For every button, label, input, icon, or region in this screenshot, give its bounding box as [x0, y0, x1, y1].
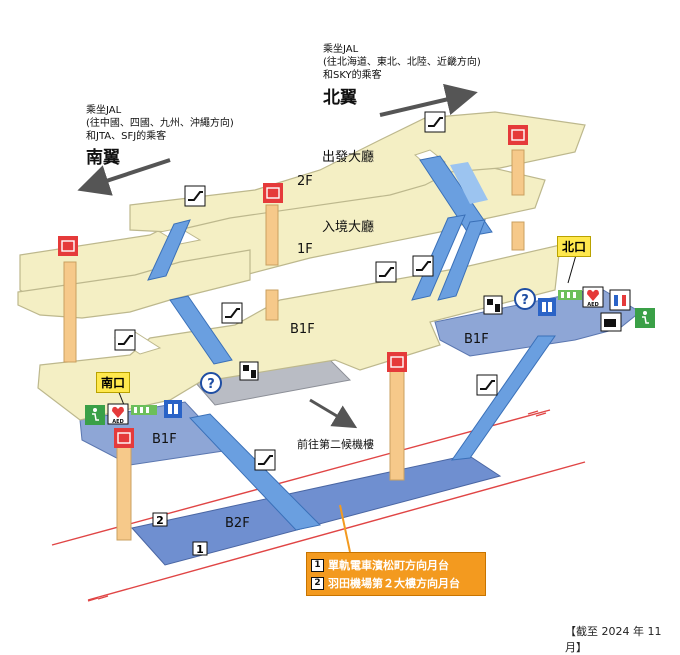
rail-arrow-left — [87, 595, 109, 602]
svg-text:AED: AED — [112, 419, 123, 425]
elevator-icon — [263, 183, 283, 203]
track-1-label: 1 — [196, 543, 204, 556]
escalator-b2-south — [189, 413, 322, 531]
accessible-toilet-icon — [85, 405, 105, 425]
svg-text:?: ? — [207, 377, 215, 392]
north-wing-line2: (往北海道、東北、北陸、近畿方向) — [323, 57, 481, 68]
pillar-south-left — [63, 261, 77, 363]
legend-row-2: 2 羽田機場第２大樓方向月台 — [311, 574, 481, 592]
rail-arrow-right — [527, 410, 547, 417]
aed-icon: AED — [107, 403, 129, 425]
arrival-hall-label: 入境大廳 — [322, 220, 375, 235]
escalator-icon — [254, 449, 276, 471]
escalator-2f-north — [419, 155, 493, 237]
arrow-north-wing — [379, 83, 478, 117]
ticket-gate-icon — [131, 405, 157, 415]
north-wing-line1: 乘坐JAL — [323, 44, 359, 55]
south-wing-line2: (往中國、四國、九州、沖繩方向) — [86, 118, 234, 129]
escalator-icon — [221, 302, 243, 324]
pillar-center-1f — [265, 289, 279, 321]
gate-icon — [538, 298, 556, 316]
aed-icon: AED — [582, 286, 604, 308]
b2f-platform — [131, 454, 502, 566]
elevator-icon — [114, 428, 134, 448]
track-1-marker — [192, 541, 208, 556]
arrow-south-wing — [77, 158, 171, 196]
pillar-center-2f — [265, 204, 279, 266]
escalator-icon — [476, 374, 498, 396]
svg-text:AED: AED — [587, 302, 598, 308]
floor-2f-label: 2F — [297, 174, 313, 189]
north-wing-line3: 和SKY的乘客 — [323, 70, 382, 81]
escalator-icon — [184, 185, 206, 207]
2f-level — [129, 111, 586, 233]
ticket-machine-icon — [483, 295, 503, 315]
escalator-icon — [375, 261, 397, 283]
floor-b1f-south-label: B1F — [152, 432, 177, 447]
rail-lower — [87, 461, 586, 601]
escalator-icon — [114, 329, 136, 351]
info-icon: ? — [200, 372, 222, 394]
escalator-icon — [412, 255, 434, 277]
info-icon: ? — [514, 288, 536, 310]
north-exit-leader — [567, 254, 577, 284]
terminal2-direction-label: 前往第二候機樓 — [297, 438, 374, 451]
departure-hall-label: 出發大廳 — [322, 150, 375, 165]
escalator-1f-north — [411, 214, 486, 301]
legend-row-1: 1 單軌電車濱松町方向月台 — [311, 556, 481, 574]
escalator-icon — [424, 111, 446, 133]
elevator-icon — [508, 125, 528, 145]
south-wing-line1: 乘坐JAL — [86, 105, 122, 116]
footnote: 【截至 2024 年 11 月】 — [565, 625, 662, 654]
elevator-icon — [58, 236, 78, 256]
track-2-label: 2 — [156, 514, 164, 527]
north-wing-title: 北翼 — [323, 88, 357, 108]
floor-b1f-center-label: B1F — [290, 322, 315, 337]
restroom-icon — [609, 289, 631, 311]
floor-1f-label: 1F — [297, 242, 313, 257]
escalator-1f-south — [147, 219, 191, 281]
accessible-toilet-icon — [635, 308, 655, 328]
platform-legend: 1 單軌電車濱松町方向月台 2 羽田機場第２大樓方向月台 — [306, 552, 486, 596]
legend-text-2: 羽田機場第２大樓方向月台 — [328, 577, 460, 590]
svg-text:?: ? — [521, 293, 529, 308]
legend-num-2: 2 — [311, 576, 324, 590]
ticket-gate-icon — [558, 290, 582, 300]
rail-upper — [51, 409, 551, 546]
floor-b1f-north-label: B1F — [464, 332, 489, 347]
legend-num-1: 1 — [311, 558, 324, 572]
pillar-north-2f — [511, 149, 525, 196]
south-exit-tag: 南口 — [96, 372, 131, 393]
track-2-marker — [152, 512, 168, 527]
south-wing-title: 南翼 — [86, 148, 120, 168]
pillar-right — [389, 369, 405, 481]
pillar-north-1f — [511, 221, 525, 251]
gate-icon — [164, 400, 182, 418]
arrow-terminal2 — [309, 398, 358, 429]
locker-icon — [600, 312, 622, 332]
elevator-icon — [387, 352, 407, 372]
south-wing-line3: 和JTA、SFJ的乘客 — [86, 131, 167, 142]
legend-leader — [339, 504, 351, 553]
escalator-b1-south — [169, 295, 233, 365]
pillar-south-front — [116, 439, 132, 541]
ticket-machine-icon — [239, 361, 259, 381]
legend-text-1: 單軌電車濱松町方向月台 — [328, 559, 449, 572]
station-diagram: ? ? AED AED 2 1 — [17, 83, 655, 602]
north-exit-tag: 北口 — [557, 236, 592, 257]
escalator-b2-north — [450, 335, 556, 461]
floor-b2f-label: B2F — [225, 516, 250, 531]
